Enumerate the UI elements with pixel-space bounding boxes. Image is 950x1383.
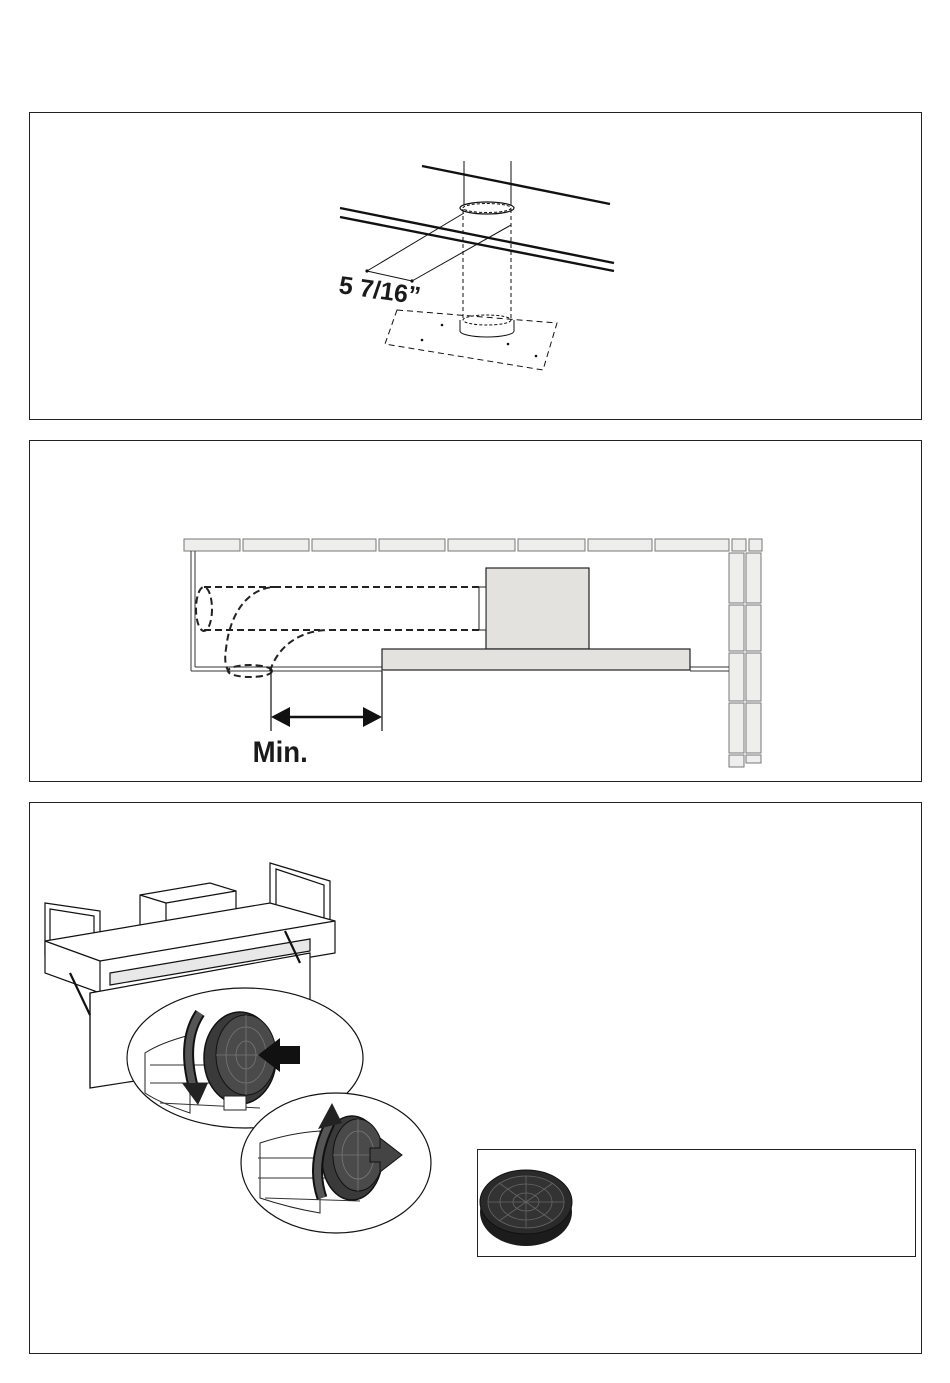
blower-housing [486,568,589,649]
ceiling-tiles [184,539,762,551]
charcoal-filter-callout [477,1149,916,1257]
hood-body [382,649,690,670]
wall-tiles [729,553,761,767]
duct-diameter-figure-panel: 5 7/16” [29,112,922,420]
filter-detail-rotate [241,1093,431,1233]
ceiling-joists [340,166,614,271]
min-distance-figure-panel: Min. [29,440,922,782]
arrow-right-icon [363,707,382,727]
duct-diameter-illustration: 5 7/16” [30,113,923,421]
arrow-left-icon [271,707,290,727]
charcoal-filter-figure-panel [29,802,922,1354]
duct-diameter-label: 5 7/16” [337,271,422,310]
min-distance-illustration: Min. [30,441,923,783]
min-distance-label: Min. [253,736,308,769]
filter-installation-illustration [30,803,923,1355]
charcoal-filter-icon [478,1155,578,1255]
